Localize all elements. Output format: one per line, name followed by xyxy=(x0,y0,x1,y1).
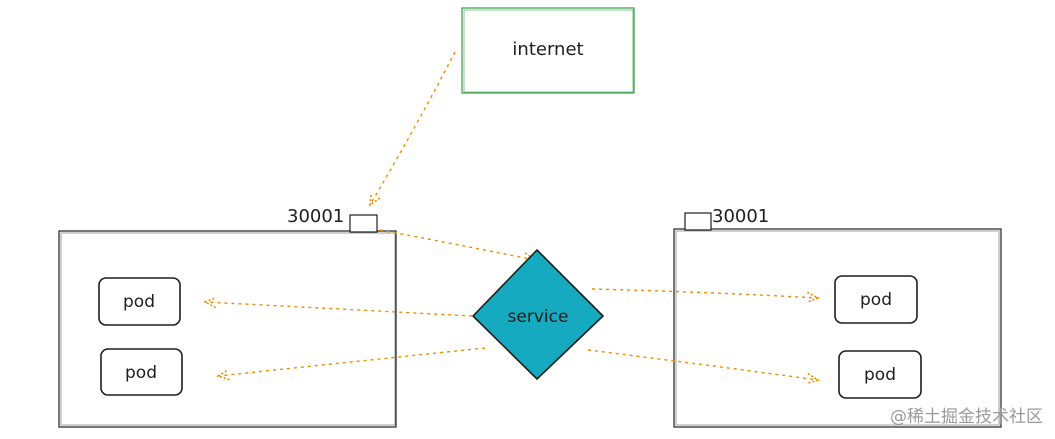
service-node: service xyxy=(472,249,604,380)
arrow-internet-to-port xyxy=(369,51,456,207)
left-pod-2-label: pod xyxy=(125,363,157,383)
left-pod-1-label: pod xyxy=(123,292,155,312)
arrow-service-to-left-pod-1 xyxy=(203,296,473,317)
watermark-text: @稀土掘金技术社区 xyxy=(890,407,1043,427)
right-pod-2-label: pod xyxy=(864,365,896,385)
internet-node: internet xyxy=(461,7,635,94)
left-pod-2: pod xyxy=(100,348,183,396)
right-pod-1: pod xyxy=(834,275,918,324)
left-pod-1: pod xyxy=(98,277,181,326)
left-node: 30001 pod pod xyxy=(58,206,397,428)
connection-arrows xyxy=(203,51,820,385)
arrow-service-to-right-pod-1 xyxy=(591,288,820,304)
service-label: service xyxy=(508,307,569,327)
left-node-port-icon xyxy=(349,214,378,233)
left-node-port-label: 30001 xyxy=(287,206,344,227)
arrow-service-to-left-pod-2 xyxy=(216,347,486,381)
arrow-port-to-service xyxy=(379,229,537,264)
right-pod-2: pod xyxy=(838,350,922,399)
right-node-port-icon xyxy=(684,212,712,231)
arrow-service-to-right-pod-2 xyxy=(587,349,820,385)
right-node: 30001 pod pod xyxy=(673,206,1002,428)
right-pod-1-label: pod xyxy=(860,290,892,310)
right-node-port-label: 30001 xyxy=(712,206,769,227)
internet-label: internet xyxy=(512,39,583,60)
